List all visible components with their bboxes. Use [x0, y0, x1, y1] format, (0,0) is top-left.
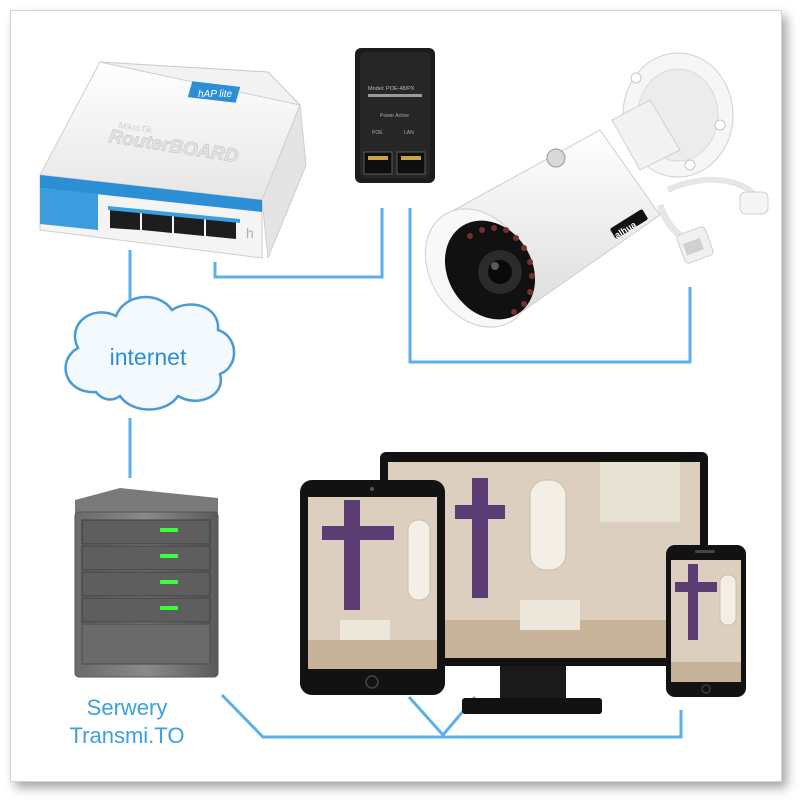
router-model-badge: hAP lite [198, 89, 233, 100]
svg-text:h: h [246, 225, 254, 241]
server-label: Serwery Transmi.TO [52, 694, 202, 750]
ip-camera: alhua [424, 52, 769, 328]
tablet-device [300, 480, 445, 695]
cloud-label: internet [109, 344, 187, 370]
poe-model-text: Model: POE-48/PX [368, 86, 415, 92]
poe-port-label-poe: POE [372, 130, 383, 136]
router-device: h hAP lite MikroTik RouterBOARD [39, 61, 307, 259]
server-label-line1: Serwery [86, 695, 168, 720]
line-router-poe [213, 208, 384, 279]
poe-port-label-lan: LAN [404, 130, 414, 136]
line-server-devices [220, 693, 683, 739]
phone-device [666, 545, 746, 697]
server-bays [81, 519, 211, 665]
server-label-line2: Transmi.TO [69, 723, 185, 748]
server-leds [160, 528, 178, 610]
internet-cloud [64, 295, 236, 411]
poe-status-text: Power Active [380, 113, 409, 119]
line-poe-camera [408, 208, 692, 364]
server-tower [74, 488, 219, 678]
poe-injector: Model: POE-48/PX Power Active POE LAN [355, 48, 435, 183]
